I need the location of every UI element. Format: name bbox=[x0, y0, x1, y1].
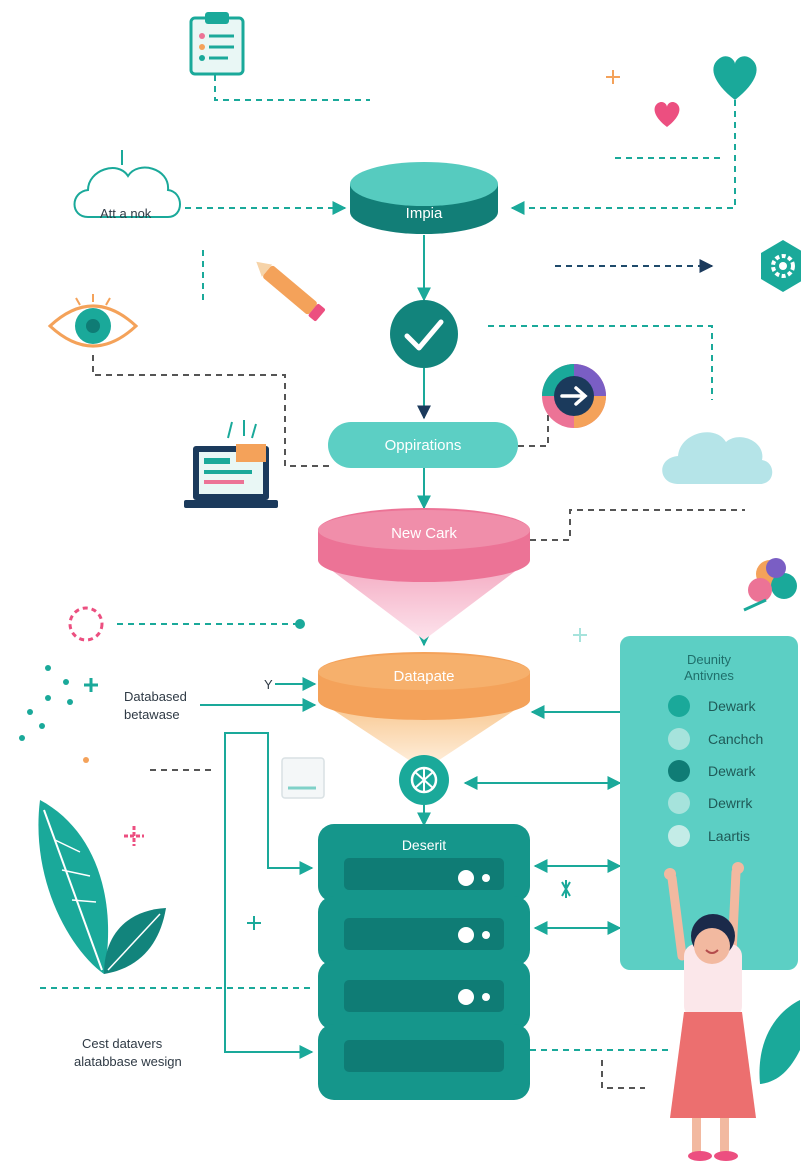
sparkle-icon bbox=[561, 880, 571, 898]
network-icon[interactable] bbox=[399, 755, 449, 805]
heart-icon bbox=[654, 101, 680, 127]
legend-item-label: Canchch bbox=[708, 731, 764, 747]
pencil-icon bbox=[256, 261, 325, 322]
eye-icon bbox=[47, 294, 139, 348]
leaf-icon bbox=[38, 800, 166, 974]
orange-funnel-label: Datapate bbox=[393, 668, 455, 685]
database-cylinder-label: Impia bbox=[405, 205, 443, 222]
legend-swatch bbox=[668, 825, 690, 847]
legend-swatch bbox=[668, 728, 690, 750]
legend-item-label: Dewark bbox=[708, 698, 756, 714]
cloud-icon bbox=[662, 432, 773, 484]
leaf-icon bbox=[759, 1000, 800, 1084]
marker-label: Y bbox=[264, 677, 273, 692]
cloud-icon bbox=[73, 166, 181, 218]
legend-swatch bbox=[668, 760, 690, 782]
database-label-line1: Databased bbox=[124, 689, 187, 704]
lifebuoy-icon bbox=[68, 606, 104, 642]
sparkle-icon bbox=[247, 916, 261, 930]
sparkle-icon bbox=[84, 678, 98, 692]
cloud-label: Att a nok bbox=[100, 206, 152, 221]
server-stack-node[interactable] bbox=[318, 824, 530, 1100]
arrow-right-icon bbox=[542, 364, 606, 428]
sparkle-icon bbox=[573, 628, 587, 642]
pink-funnel-node[interactable] bbox=[318, 508, 530, 640]
legend-item-label: Laartis bbox=[708, 828, 751, 844]
laptop-icon bbox=[184, 420, 278, 508]
legend-item-label: Dewrrk bbox=[708, 795, 753, 811]
legend-swatch bbox=[668, 695, 690, 717]
bottom-label-line2: alatabbase wesign bbox=[74, 1054, 182, 1069]
solid-connectors bbox=[200, 677, 622, 1059]
sparkle-icon bbox=[124, 826, 144, 846]
legend-title-line2: Antivnes bbox=[684, 668, 734, 683]
pink-funnel-label: New Cark bbox=[391, 525, 457, 542]
person-illustration bbox=[664, 862, 756, 1161]
clipboard-icon bbox=[189, 12, 245, 76]
database-label-line2: betawase bbox=[124, 707, 180, 722]
legend-title-line1: Deunity bbox=[686, 652, 732, 667]
database-cylinder-node[interactable] bbox=[350, 162, 498, 234]
checkmark-icon[interactable] bbox=[390, 300, 458, 368]
legend-swatch bbox=[668, 792, 690, 814]
dashed-connectors bbox=[40, 75, 745, 1089]
orange-funnel-node[interactable] bbox=[318, 652, 530, 770]
server-stack-label: Deserit bbox=[401, 837, 447, 853]
endpoint-dot bbox=[295, 619, 305, 629]
sparkle-icon bbox=[606, 70, 620, 84]
note-card-icon bbox=[281, 757, 325, 799]
gear-icon bbox=[761, 240, 801, 292]
legend-item-label: Dewark bbox=[708, 763, 756, 779]
operations-label: Oppirations bbox=[384, 437, 462, 454]
balloon-icon bbox=[743, 558, 797, 612]
operations-node[interactable] bbox=[328, 422, 518, 468]
bottom-label-line1: Cest datavers bbox=[82, 1036, 163, 1051]
dot-scatter bbox=[19, 665, 89, 763]
heart-icon bbox=[713, 56, 757, 100]
legend-panel bbox=[620, 636, 798, 970]
